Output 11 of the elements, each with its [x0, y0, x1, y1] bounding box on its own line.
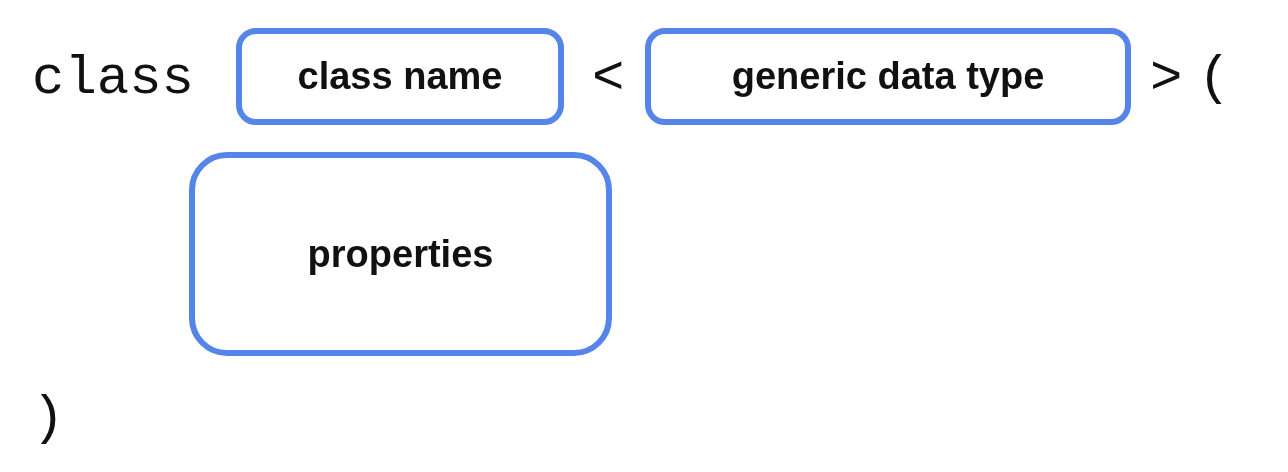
- parenthesis: ): [32, 392, 65, 446]
- placeholder-text: generic data type: [731, 55, 1045, 98]
- parenthesis: (: [1198, 52, 1231, 106]
- placeholder-box: [189, 152, 612, 356]
- placeholder-box: [236, 28, 564, 125]
- angle-bracket: <: [592, 52, 625, 106]
- keyword-text: class: [32, 52, 195, 106]
- angle-bracket: >: [1150, 52, 1183, 106]
- placeholder-text: class name: [297, 55, 503, 98]
- placeholder-box: [645, 28, 1131, 125]
- placeholder-text: properties: [307, 232, 494, 276]
